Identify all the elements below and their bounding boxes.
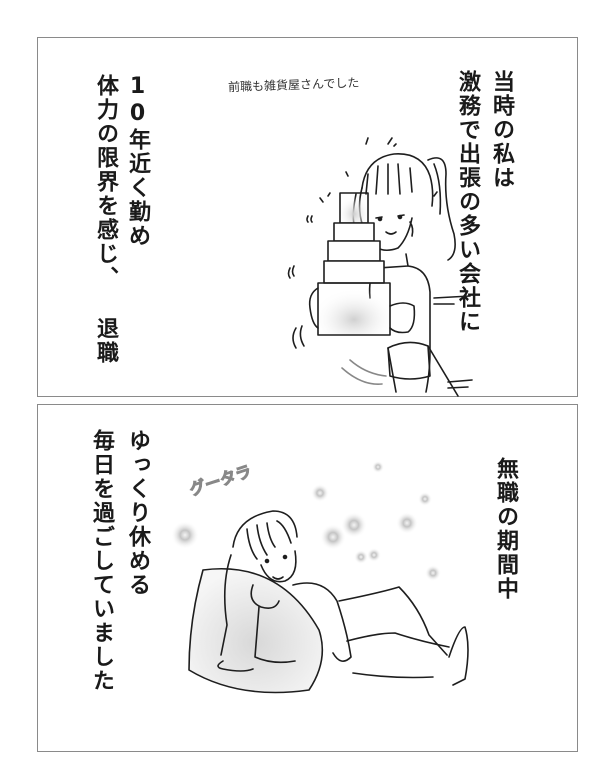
narration-line-2: 激務で出張の多い会社に — [455, 70, 480, 334]
narration-line-5: 無職の期間中 — [493, 457, 518, 601]
narration-line-4: 体力の限界を感じ、 退職 — [93, 74, 118, 365]
narration-line-1: 当時の私は — [489, 70, 514, 190]
woman-carrying-boxes-illustration — [287, 137, 473, 397]
narration-line-3: 10年近く勤め — [125, 74, 150, 248]
handwritten-note: 前職も雑貨屋さんでした — [227, 75, 360, 95]
narration-line-6: ゆっくり休める — [125, 429, 150, 597]
narration-line-7: 毎日を過ごしていました — [89, 429, 114, 693]
sparkle-dots — [171, 461, 441, 581]
woman-lounging-illustration — [171, 461, 469, 694]
comic-panel-2: 無職の期間中 ゆっくり休める 毎日を過ごしていました グータラ — [37, 404, 578, 752]
comic-panel-1: 当時の私は 激務で出張の多い会社に 10年近く勤め 体力の限界を感じ、 退職 前… — [37, 37, 578, 397]
